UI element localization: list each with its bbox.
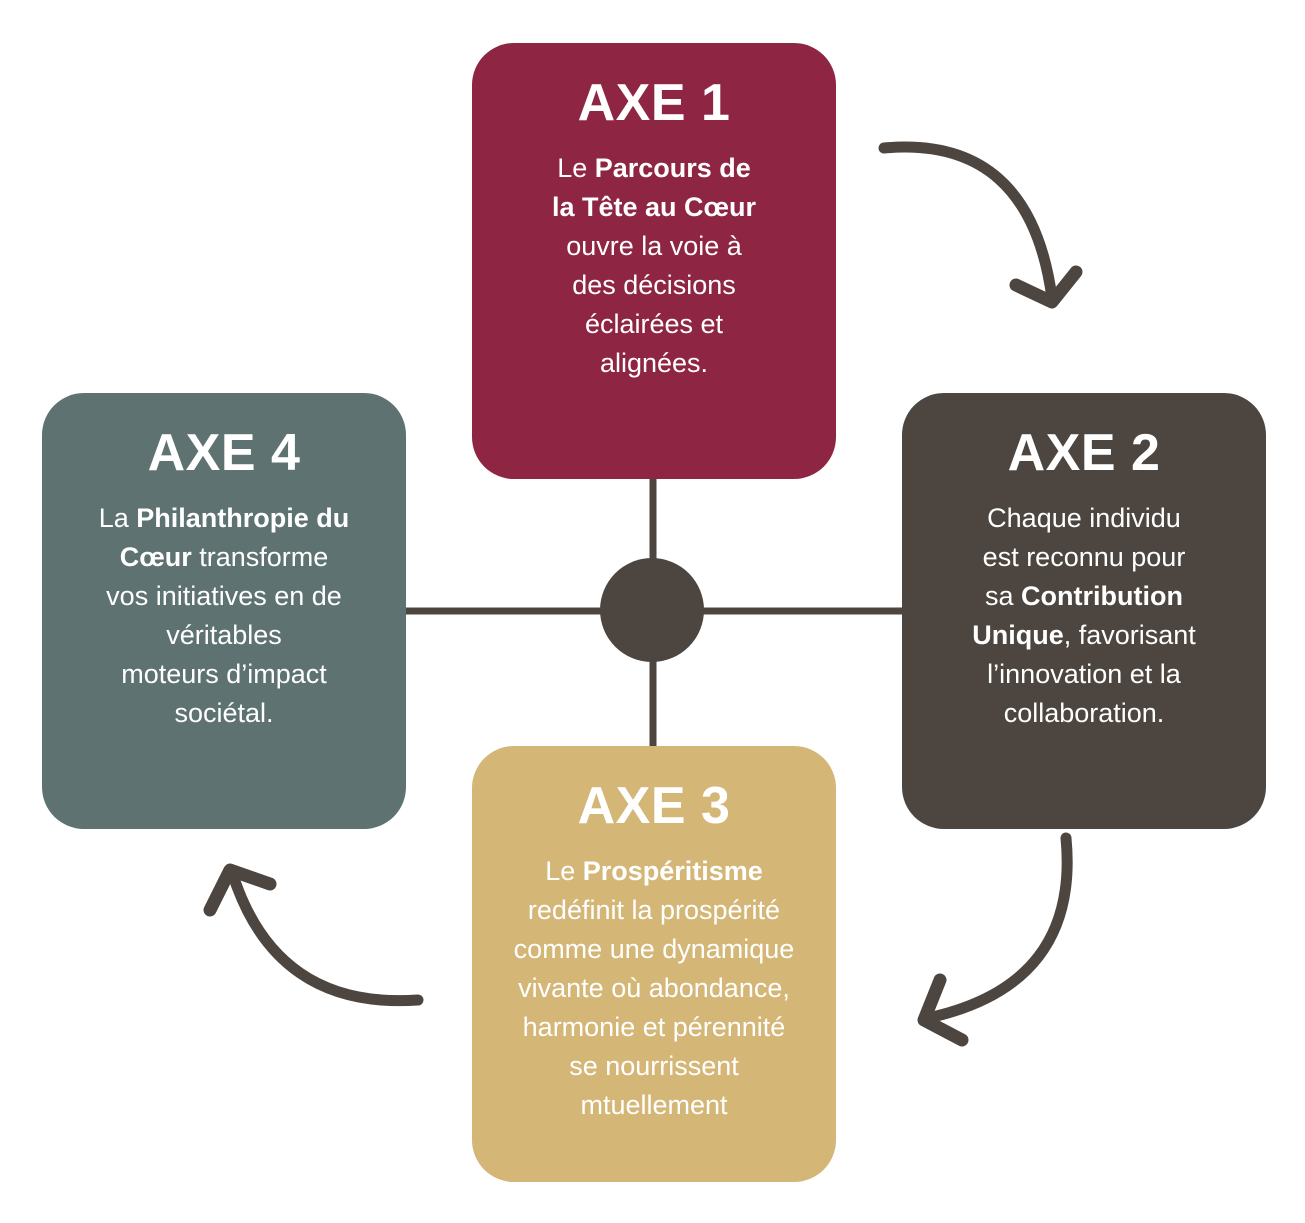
- text-line: Le Prospéritisme: [472, 852, 836, 891]
- text-line: sociétal.: [42, 694, 406, 733]
- text-segment: l’innovation et la: [987, 659, 1181, 689]
- axe2-card: AXE 2 Chaque individu est reconnu pour sa …: [902, 393, 1266, 829]
- highlighted-text: Philanthropie du: [136, 503, 350, 533]
- center-hub: [600, 558, 704, 662]
- text-segment: moteurs d’impact: [121, 659, 327, 689]
- text-segment: ouvre la voie à: [566, 231, 742, 261]
- text-segment: collaboration.: [1003, 698, 1165, 728]
- text-line: redéfinit la prospérité: [472, 891, 836, 930]
- text-line: Le Parcours de: [472, 149, 836, 188]
- text-line: Unique, favorisant: [902, 616, 1266, 655]
- axe4-title: AXE 4: [147, 424, 301, 482]
- axe1-description: Le Parcours de la Tête au Cœur ouvre la vo…: [472, 149, 836, 383]
- text-segment: La: [98, 503, 137, 533]
- highlighted-text: Prospéritisme: [582, 856, 763, 886]
- text-line: se nourrissent: [472, 1047, 836, 1086]
- highlighted-text: Unique: [972, 620, 1064, 650]
- text-segment: se nourrissent: [569, 1051, 739, 1081]
- text-line: moteurs d’impact: [42, 655, 406, 694]
- text-segment: redéfinit la prospérité: [527, 895, 781, 925]
- text-line: est reconnu pour: [902, 538, 1266, 577]
- text-line: vos initiatives en de: [42, 577, 406, 616]
- axe2-description: Chaque individu est reconnu pour sa Contri…: [902, 499, 1266, 733]
- highlighted-text: la Tête au Cœur: [551, 192, 757, 222]
- text-segment: mtuellement: [580, 1090, 728, 1120]
- text-segment: sociétal.: [174, 698, 274, 728]
- text-line: harmonie et pérennité: [472, 1008, 836, 1047]
- text-line: collaboration.: [902, 694, 1266, 733]
- text-segment: des décisions: [572, 270, 736, 300]
- text-segment: alignées.: [599, 348, 709, 378]
- text-line: alignées.: [472, 344, 836, 383]
- text-line: la Tête au Cœur: [472, 188, 836, 227]
- arrow-axe3-to-axe4-icon: [203, 863, 424, 1007]
- highlighted-text: Parcours de: [594, 153, 751, 183]
- text-line: des décisions: [472, 266, 836, 305]
- axe2-title: AXE 2: [1007, 424, 1161, 482]
- text-segment: Chaque individu: [987, 503, 1181, 533]
- text-line: véritables: [42, 616, 406, 655]
- text-segment: transforme: [191, 542, 329, 572]
- highlighted-text: Contribution: [1021, 581, 1183, 611]
- text-segment: vivante où abondance,: [518, 973, 790, 1003]
- axe3-card: AXE 3 Le Prospéritisme redéfinit la prosp…: [472, 746, 836, 1182]
- text-segment: Le: [557, 153, 595, 183]
- text-line: éclairées et: [472, 305, 836, 344]
- arrow-axe2-to-axe3-icon: [917, 832, 1073, 1047]
- text-segment: éclairées et: [584, 309, 724, 339]
- text-line: ouvre la voie à: [472, 227, 836, 266]
- text-line: mtuellement: [472, 1086, 836, 1125]
- text-line: sa Contribution: [902, 577, 1266, 616]
- text-line: Chaque individu: [902, 499, 1266, 538]
- arrow-axe1-to-axe2-icon: [878, 141, 1083, 309]
- axe1-card: AXE 1 Le Parcours de la Tête au Cœur ouvre…: [472, 43, 836, 479]
- axe3-title: AXE 3: [577, 777, 731, 835]
- text-line: l’innovation et la: [902, 655, 1266, 694]
- text-line: Cœur transforme: [42, 538, 406, 577]
- text-segment: , favorisant: [1063, 620, 1196, 650]
- text-segment: comme une dynamique: [513, 934, 795, 964]
- text-segment: est reconnu pour: [982, 542, 1186, 572]
- text-segment: véritables: [166, 620, 282, 650]
- text-segment: harmonie et pérennité: [522, 1012, 786, 1042]
- axe3-description: Le Prospéritisme redéfinit la prospérité c…: [472, 852, 836, 1125]
- text-line: comme une dynamique: [472, 930, 836, 969]
- text-line: La Philanthropie du: [42, 499, 406, 538]
- axe1-title: AXE 1: [577, 74, 731, 132]
- highlighted-text: Cœur: [119, 542, 192, 572]
- text-segment: Le: [545, 856, 583, 886]
- text-segment: sa: [985, 581, 1022, 611]
- text-segment: vos initiatives en de: [106, 581, 342, 611]
- text-line: vivante où abondance,: [472, 969, 836, 1008]
